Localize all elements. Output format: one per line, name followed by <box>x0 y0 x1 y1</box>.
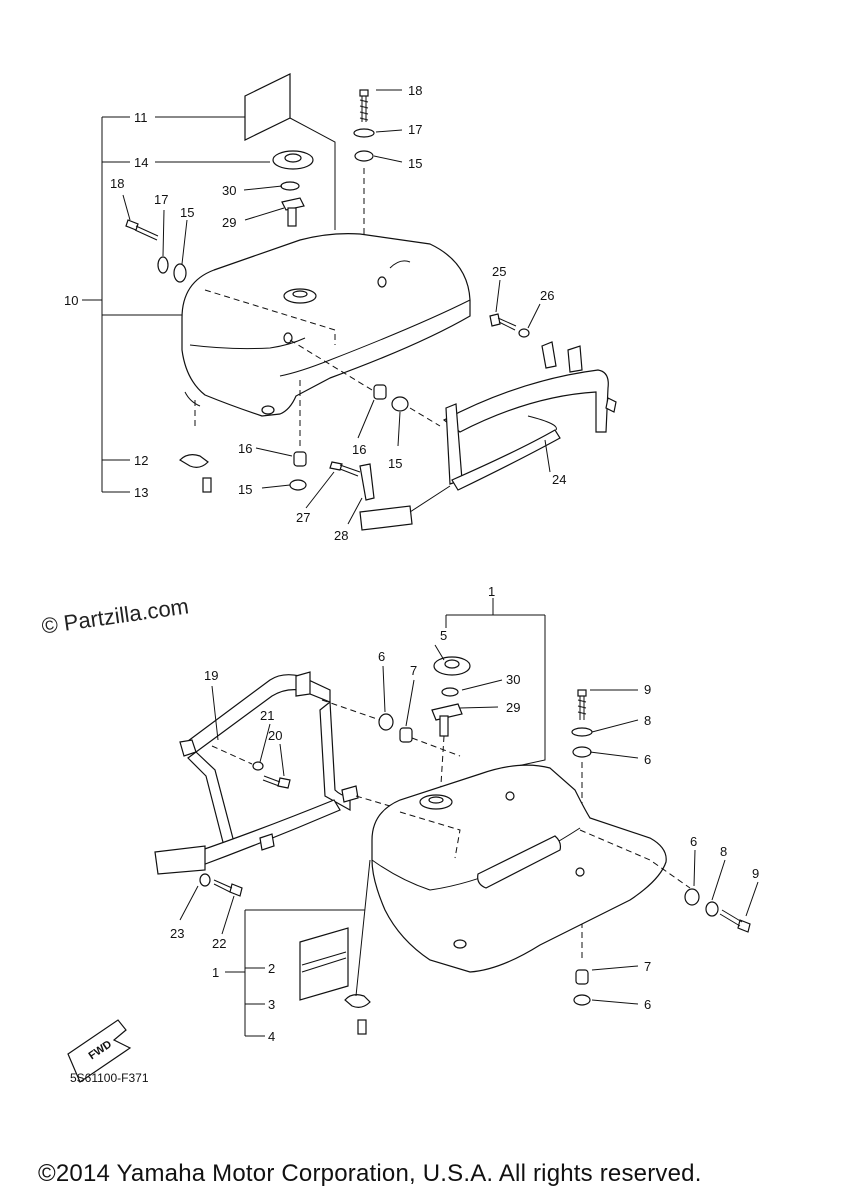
saddlebag-stay-lower <box>154 671 391 875</box>
callout-1: 1 <box>488 584 495 599</box>
label-sticker-lower <box>299 927 349 1001</box>
callout-16: 16 <box>352 442 366 457</box>
callout-6: 6 <box>378 649 385 664</box>
callout-21: 21 <box>260 708 274 723</box>
forward-arrow-icon: FWD <box>67 1019 132 1083</box>
callout-20: 20 <box>268 728 282 743</box>
callout-4: 4 <box>268 1029 275 1044</box>
clip-screw-lower <box>344 859 371 1035</box>
callout-15: 15 <box>238 482 252 497</box>
bolt-washer-20-21 <box>211 745 291 789</box>
callout-25: 25 <box>492 264 506 279</box>
callout-12: 12 <box>134 453 148 468</box>
callout-14: 14 <box>134 155 148 170</box>
bolt-washer-25-26 <box>489 313 530 338</box>
callout-9: 9 <box>752 866 759 881</box>
saddlebag-left-part <box>181 233 471 450</box>
bolt-washer-22-23 <box>199 873 243 897</box>
saddlebag-right-part <box>371 764 691 973</box>
callout-30: 30 <box>222 183 236 198</box>
callout-11: 11 <box>134 110 148 125</box>
callout-7: 7 <box>644 959 651 974</box>
callout-16: 16 <box>238 441 252 456</box>
callout-22: 22 <box>212 936 226 951</box>
upper-assembly <box>82 73 617 531</box>
callout-23: 23 <box>170 926 184 941</box>
callout-30: 30 <box>506 672 520 687</box>
callout-3: 3 <box>268 997 275 1012</box>
callout-10: 10 <box>64 293 78 308</box>
callout-18: 18 <box>110 176 124 191</box>
callout-27: 27 <box>296 510 310 525</box>
bolt-stack-lower-top <box>571 689 593 960</box>
callout-29: 29 <box>222 215 236 230</box>
spacers-lower-left <box>321 699 461 757</box>
callout-1: 1 <box>212 965 219 980</box>
callout-8: 8 <box>720 844 727 859</box>
callout-9: 9 <box>644 682 651 697</box>
callout-8: 8 <box>644 713 651 728</box>
bolt-plate-upper <box>329 461 375 501</box>
callout-24: 24 <box>552 472 566 487</box>
callout-5: 5 <box>440 628 447 643</box>
callout-17: 17 <box>408 122 422 137</box>
callout-17: 17 <box>154 192 168 207</box>
lock-cap-lower <box>431 656 471 801</box>
lock-cylinder-part <box>281 197 305 227</box>
callout-19: 19 <box>204 668 218 683</box>
leader-lines <box>122 89 759 1005</box>
callout-15: 15 <box>408 156 422 171</box>
copyright-notice: ©2014 Yamaha Motor Corporation, U.S.A. A… <box>38 1160 702 1187</box>
callout-6: 6 <box>644 752 651 767</box>
bolt-stack-left <box>125 219 187 283</box>
callout-13: 13 <box>134 485 148 500</box>
lock-cap-part <box>272 150 314 170</box>
o-ring-part <box>280 181 300 191</box>
callout-15: 15 <box>180 205 194 220</box>
drawing-code: 5S61100-F371 <box>70 1071 149 1085</box>
callout-6: 6 <box>690 834 697 849</box>
label-sticker-part <box>244 73 336 230</box>
callout-28: 28 <box>334 528 348 543</box>
callout-2: 2 <box>268 961 275 976</box>
callout-numbers: 18 17 15 11 14 18 17 15 30 29 10 25 26 1… <box>64 83 759 1044</box>
callout-18: 18 <box>408 83 422 98</box>
lower-assembly: FWD <box>67 598 751 1083</box>
callout-7: 7 <box>410 663 417 678</box>
callout-26: 26 <box>540 288 554 303</box>
callout-29: 29 <box>506 700 520 715</box>
callout-6: 6 <box>644 997 651 1012</box>
saddlebag-stay-upper <box>359 341 617 531</box>
spacers-upper <box>289 339 441 491</box>
clip-screw-upper <box>179 454 212 493</box>
callout-15: 15 <box>388 456 402 471</box>
spacers-lower-bottom <box>573 969 591 1006</box>
bolt-stack-lower-right <box>684 888 751 933</box>
